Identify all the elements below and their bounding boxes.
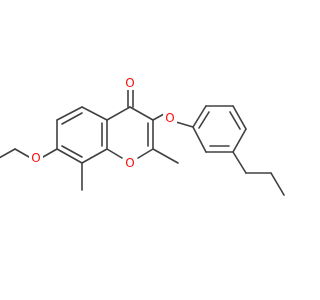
bond-propyl-1 <box>232 151 247 174</box>
atom-labels: O O O O <box>29 75 177 170</box>
bond-ph-c4-c5 <box>232 128 247 153</box>
bond-c4-c4a <box>106 106 131 121</box>
atom-o-ethoxy: O <box>29 150 43 165</box>
chemical-structure-diagram: O O O O <box>0 75 285 196</box>
bond-c7-o-ethoxy <box>42 148 58 158</box>
bond-c8-c8a <box>81 148 108 164</box>
bond-c5-c6-inner <box>61 112 83 125</box>
bond-ph-c1-c2-inner <box>198 111 210 129</box>
bond-c7-c8 <box>56 148 83 164</box>
atom-o-aryl-ether-label: O <box>165 111 174 125</box>
atom-o-ring-label: O <box>125 156 134 170</box>
bond-o1-c8a <box>106 148 123 159</box>
bond-o-aryl-c1p <box>175 121 194 128</box>
bond-ph-c3-c4 <box>232 105 247 130</box>
bond-ph-c6-c1 <box>192 126 207 153</box>
bond-ph-c1-c2 <box>192 105 207 128</box>
bond-propyl-3 <box>270 172 285 196</box>
bond-ph-c3-c4-inner <box>229 111 241 130</box>
structure-drawing: O O O O <box>0 75 285 196</box>
atom-o-carbonyl: O <box>124 75 136 90</box>
bond-c2-methyl <box>152 148 179 164</box>
bond-c7-c8-inner <box>61 145 83 158</box>
bond-c5-c6 <box>56 106 83 121</box>
atom-o-carbonyl-label: O <box>125 76 134 90</box>
atom-o-aryl-ether: O <box>163 110 177 125</box>
bond-ethoxy-ch2-ch3 <box>0 148 16 159</box>
atom-o-ring: O <box>123 155 137 170</box>
bond-c4a-c5 <box>81 106 108 121</box>
bond-c4-c3 <box>129 106 154 121</box>
atom-o-ethoxy-label: O <box>31 151 40 165</box>
bond-c2-o1 <box>137 148 154 159</box>
bond-c3-o-aryl <box>152 113 165 121</box>
bond-set <box>0 88 285 196</box>
bond-o-ethoxy-ch2 <box>14 148 30 158</box>
